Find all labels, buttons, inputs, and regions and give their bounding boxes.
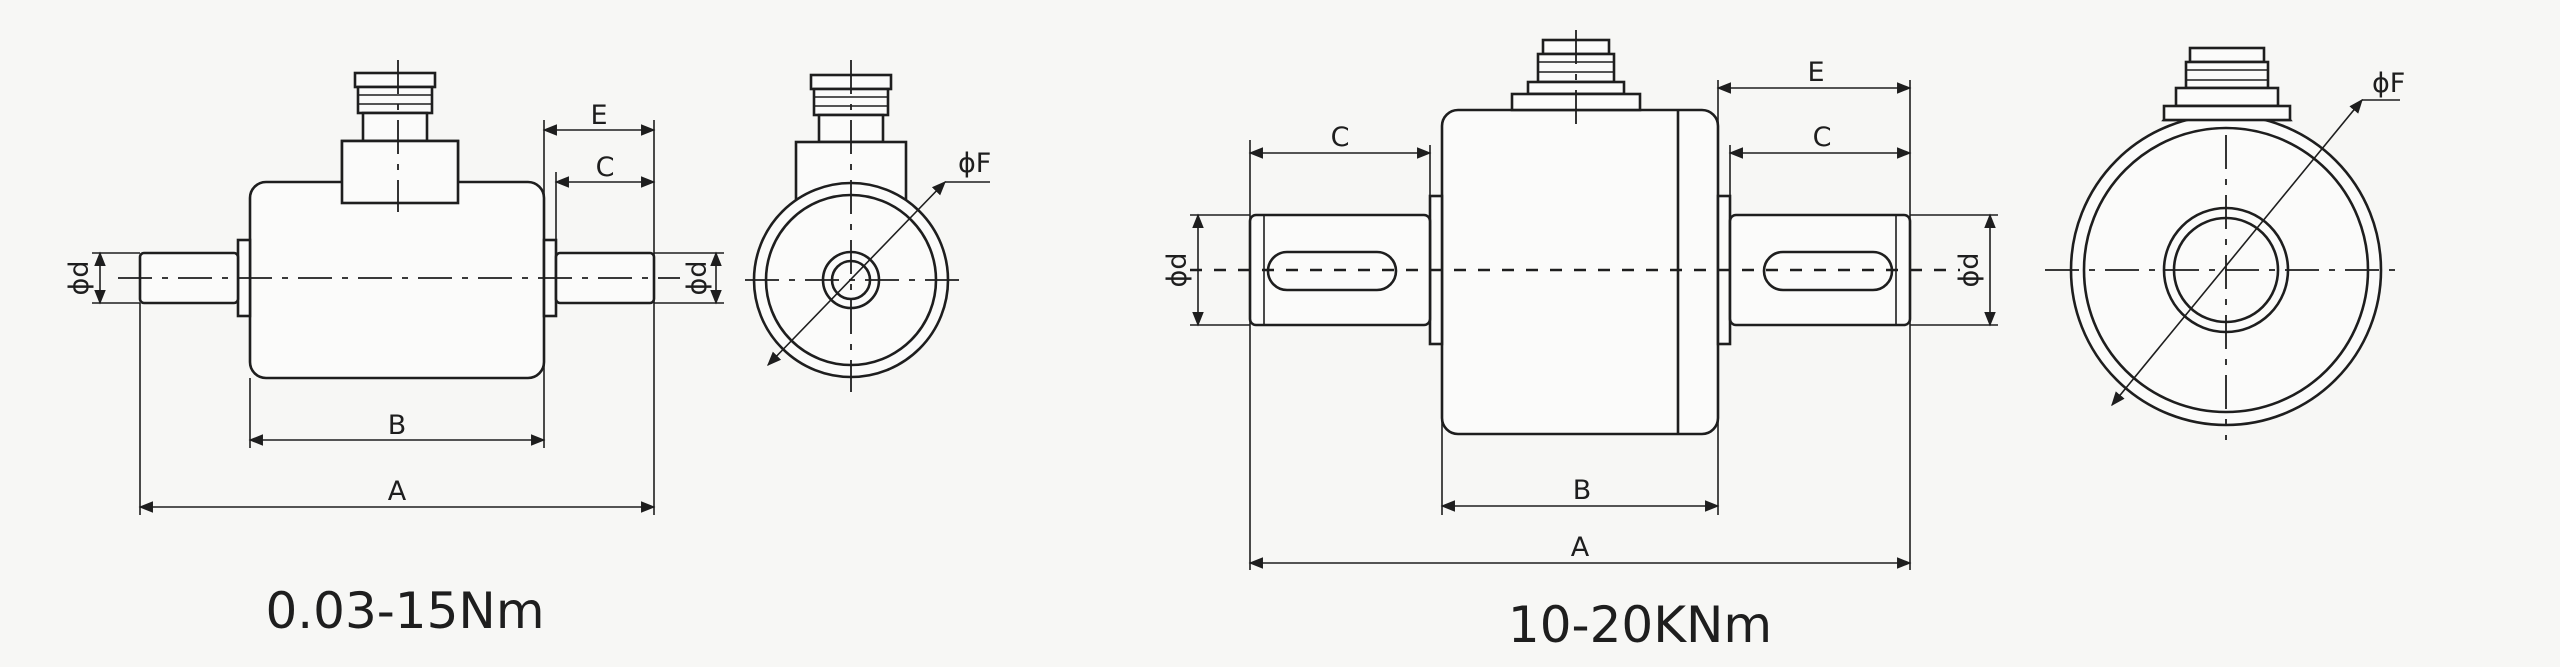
small-side-view [118,60,680,380]
small-label-e: E [590,100,607,131]
large-label-e: E [1807,57,1824,88]
small-connector-cap [353,71,437,89]
small-label-f: ϕF [958,148,991,179]
small-end-view: ϕF [745,60,991,392]
small-label-c: C [596,152,615,183]
small-body [248,180,546,380]
large-label-b: B [1573,475,1592,506]
small-label-a: A [388,476,407,507]
large-label-d-right: ϕd [1954,253,1985,288]
small-label-b: B [388,410,407,441]
large-label-f: ϕF [2372,68,2405,99]
small-dimensions: E C B A ϕd ϕd [64,100,724,515]
large-dimensions: E C C B A ϕd ϕd [1162,57,1998,570]
large-end-view: ϕF [2045,46,2405,440]
small-model-caption: 0.03-15Nm [265,582,544,640]
large-body [1440,108,1720,436]
large-side-view [1190,30,1960,436]
large-label-c-left: C [1331,122,1350,153]
large-label-c-right: C [1813,122,1832,153]
large-label-d-left: ϕd [1162,253,1193,288]
small-label-d-left: ϕd [64,261,95,296]
small-connector-neck [361,111,429,143]
small-connector-nut [356,85,434,115]
large-model-caption: 10-20KNm [1508,596,1772,654]
small-label-d-right: ϕd [682,261,713,296]
large-label-a: A [1571,532,1590,563]
